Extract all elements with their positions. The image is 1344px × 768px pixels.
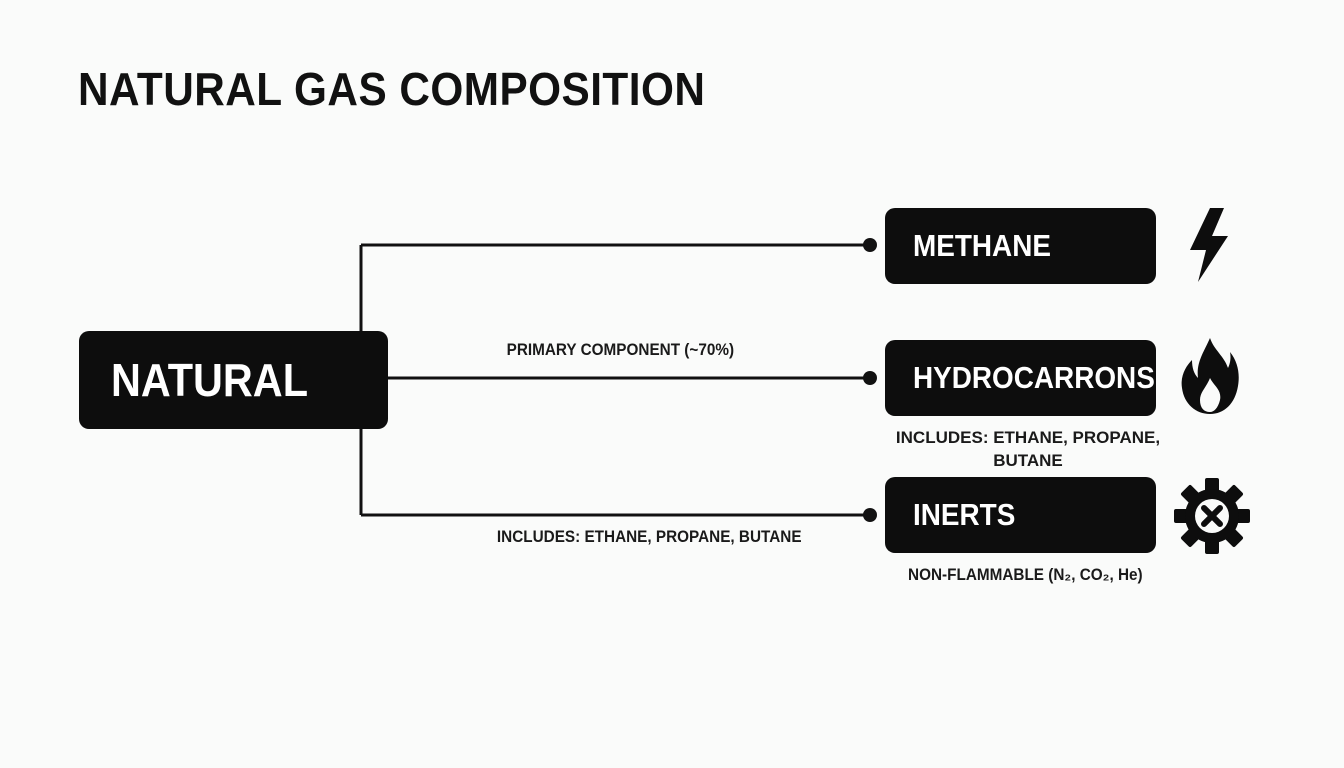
- node-hydrocarbons-label: HYDROCARRONS: [913, 360, 1155, 395]
- node-methane: METHANE: [885, 208, 1156, 284]
- connector-methane-dot: [863, 238, 877, 252]
- node-inerts: INERTS: [885, 477, 1156, 553]
- node-methane-label: METHANE: [913, 228, 1051, 263]
- note-hydrocarbons: INCLUDES: ETHANE, PROPANE, BUTANE: [895, 428, 1161, 470]
- gear-x-icon: [1174, 478, 1250, 554]
- connector-label-primary: PRIMARY COMPONENT (~70%): [506, 340, 734, 359]
- node-inerts-label: INERTS: [913, 497, 1016, 532]
- connector-hydrocarbons-dot: [863, 371, 877, 385]
- flame-icon: [1181, 338, 1239, 414]
- diagram-title: NATURAL GAS COMPOSITION: [78, 63, 706, 115]
- note-inerts: NON-FLAMMABLE (N₂, CO₂, He): [907, 565, 1143, 584]
- connector-inerts-dot: [863, 508, 877, 522]
- connector-label-lower: INCLUDES: ETHANE, PROPANE, BUTANE: [496, 527, 802, 546]
- root-node-label: NATURAL: [111, 354, 309, 406]
- lightning-bolt-icon: [1190, 208, 1228, 282]
- node-hydrocarbons: HYDROCARRONS: [885, 340, 1156, 416]
- root-node-natural: NATURAL: [79, 331, 388, 429]
